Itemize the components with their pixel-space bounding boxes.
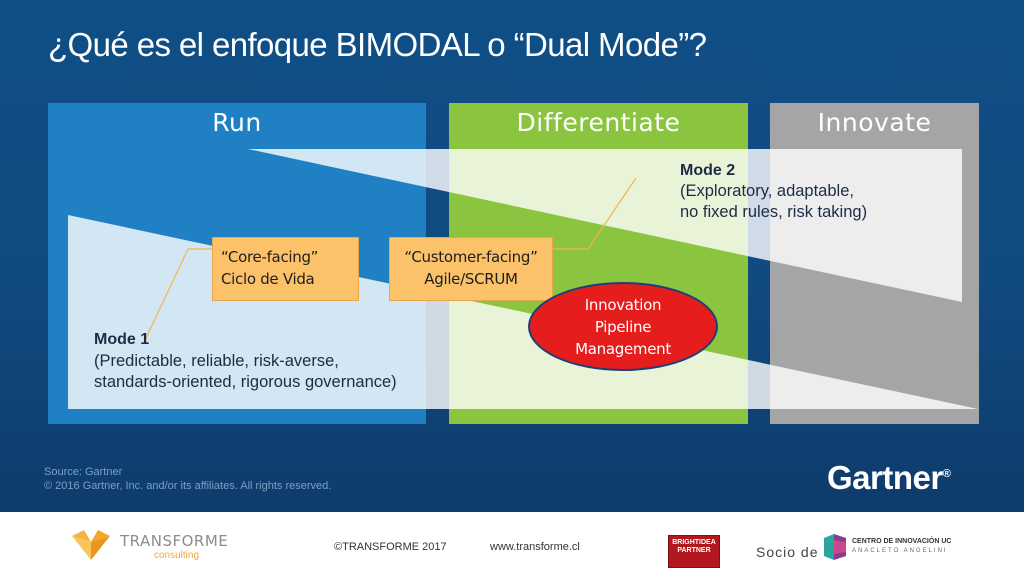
slide: ¿Qué es el enfoque BIMODAL o “Dual Mode”… — [0, 0, 1024, 512]
transforme-subtitle: consulting — [154, 550, 200, 561]
callout-leader-customer — [553, 177, 637, 250]
mode2-line: (Exploratory, adaptable, — [680, 182, 854, 200]
innovation-pipeline-oval: Innovation Pipeline Management — [528, 282, 718, 371]
mode1-line: standards-oriented, rigorous governance) — [94, 373, 397, 391]
gartner-logo-text: Gartner — [827, 459, 943, 496]
transforme-name: TRANSFORME — [120, 532, 229, 550]
mode2-wedge — [248, 149, 962, 302]
slide-title: ¿Qué es el enfoque BIMODAL o “Dual Mode”… — [48, 26, 707, 63]
footer-copyright: ©TRANSFORME 2017 — [334, 541, 447, 553]
callout-leader-core — [144, 248, 212, 341]
column-differentiate-title: Differentiate — [516, 108, 681, 137]
badge-line: BRIGHTIDEA — [672, 539, 716, 546]
innovation-line: Innovation — [584, 295, 662, 314]
core-callout-line: “Core-facing” — [221, 248, 319, 266]
centro-subtitle: ANACLETO ANGELINI — [852, 548, 948, 554]
mode2-heading: Mode 2 — [680, 162, 736, 179]
innovation-line: Pipeline — [594, 317, 652, 336]
gartner-logo: Gartner® — [827, 459, 951, 497]
mode1-heading: Mode 1 — [94, 331, 150, 348]
mode1-description: (Predictable, reliable, risk-averse, sta… — [94, 351, 397, 393]
centro-name: CENTRO DE INNOVACIÓN UC — [852, 538, 952, 545]
mode1-line: (Predictable, reliable, risk-averse, — [94, 352, 339, 370]
badge-line: PARTNER — [677, 547, 711, 554]
column-run-title: Run — [212, 108, 262, 137]
mode2-line: no fixed rules, risk taking) — [680, 203, 868, 221]
brightidea-partner-badge: BRIGHTIDEA PARTNER — [668, 535, 720, 568]
centro-innovacion-icon — [824, 534, 846, 560]
innovation-line: Management — [575, 339, 671, 358]
column-innovate-title: Innovate — [817, 108, 932, 137]
footer-website: www.transforme.cl — [490, 541, 580, 553]
transforme-logo-icon — [72, 530, 110, 560]
socio-label: Socio de — [756, 544, 819, 560]
core-facing-callout: “Core-facing” Ciclo de Vida — [212, 237, 359, 301]
customer-callout-line: Agile/SCRUM — [424, 270, 518, 288]
copyright-line: © 2016 Gartner, Inc. and/or its affiliat… — [44, 480, 332, 492]
mode2-description: (Exploratory, adaptable, no fixed rules,… — [680, 181, 867, 223]
source-line: Source: Gartner — [44, 466, 123, 478]
footer: TRANSFORME consulting ©TRANSFORME 2017 w… — [0, 512, 1024, 576]
customer-callout-line: “Customer-facing” — [404, 248, 538, 266]
customer-facing-callout: “Customer-facing” Agile/SCRUM — [389, 237, 553, 301]
core-callout-line: Ciclo de Vida — [221, 270, 315, 288]
source-note: Source: Gartner © 2016 Gartner, Inc. and… — [44, 465, 331, 493]
registered-mark: ® — [942, 468, 951, 480]
